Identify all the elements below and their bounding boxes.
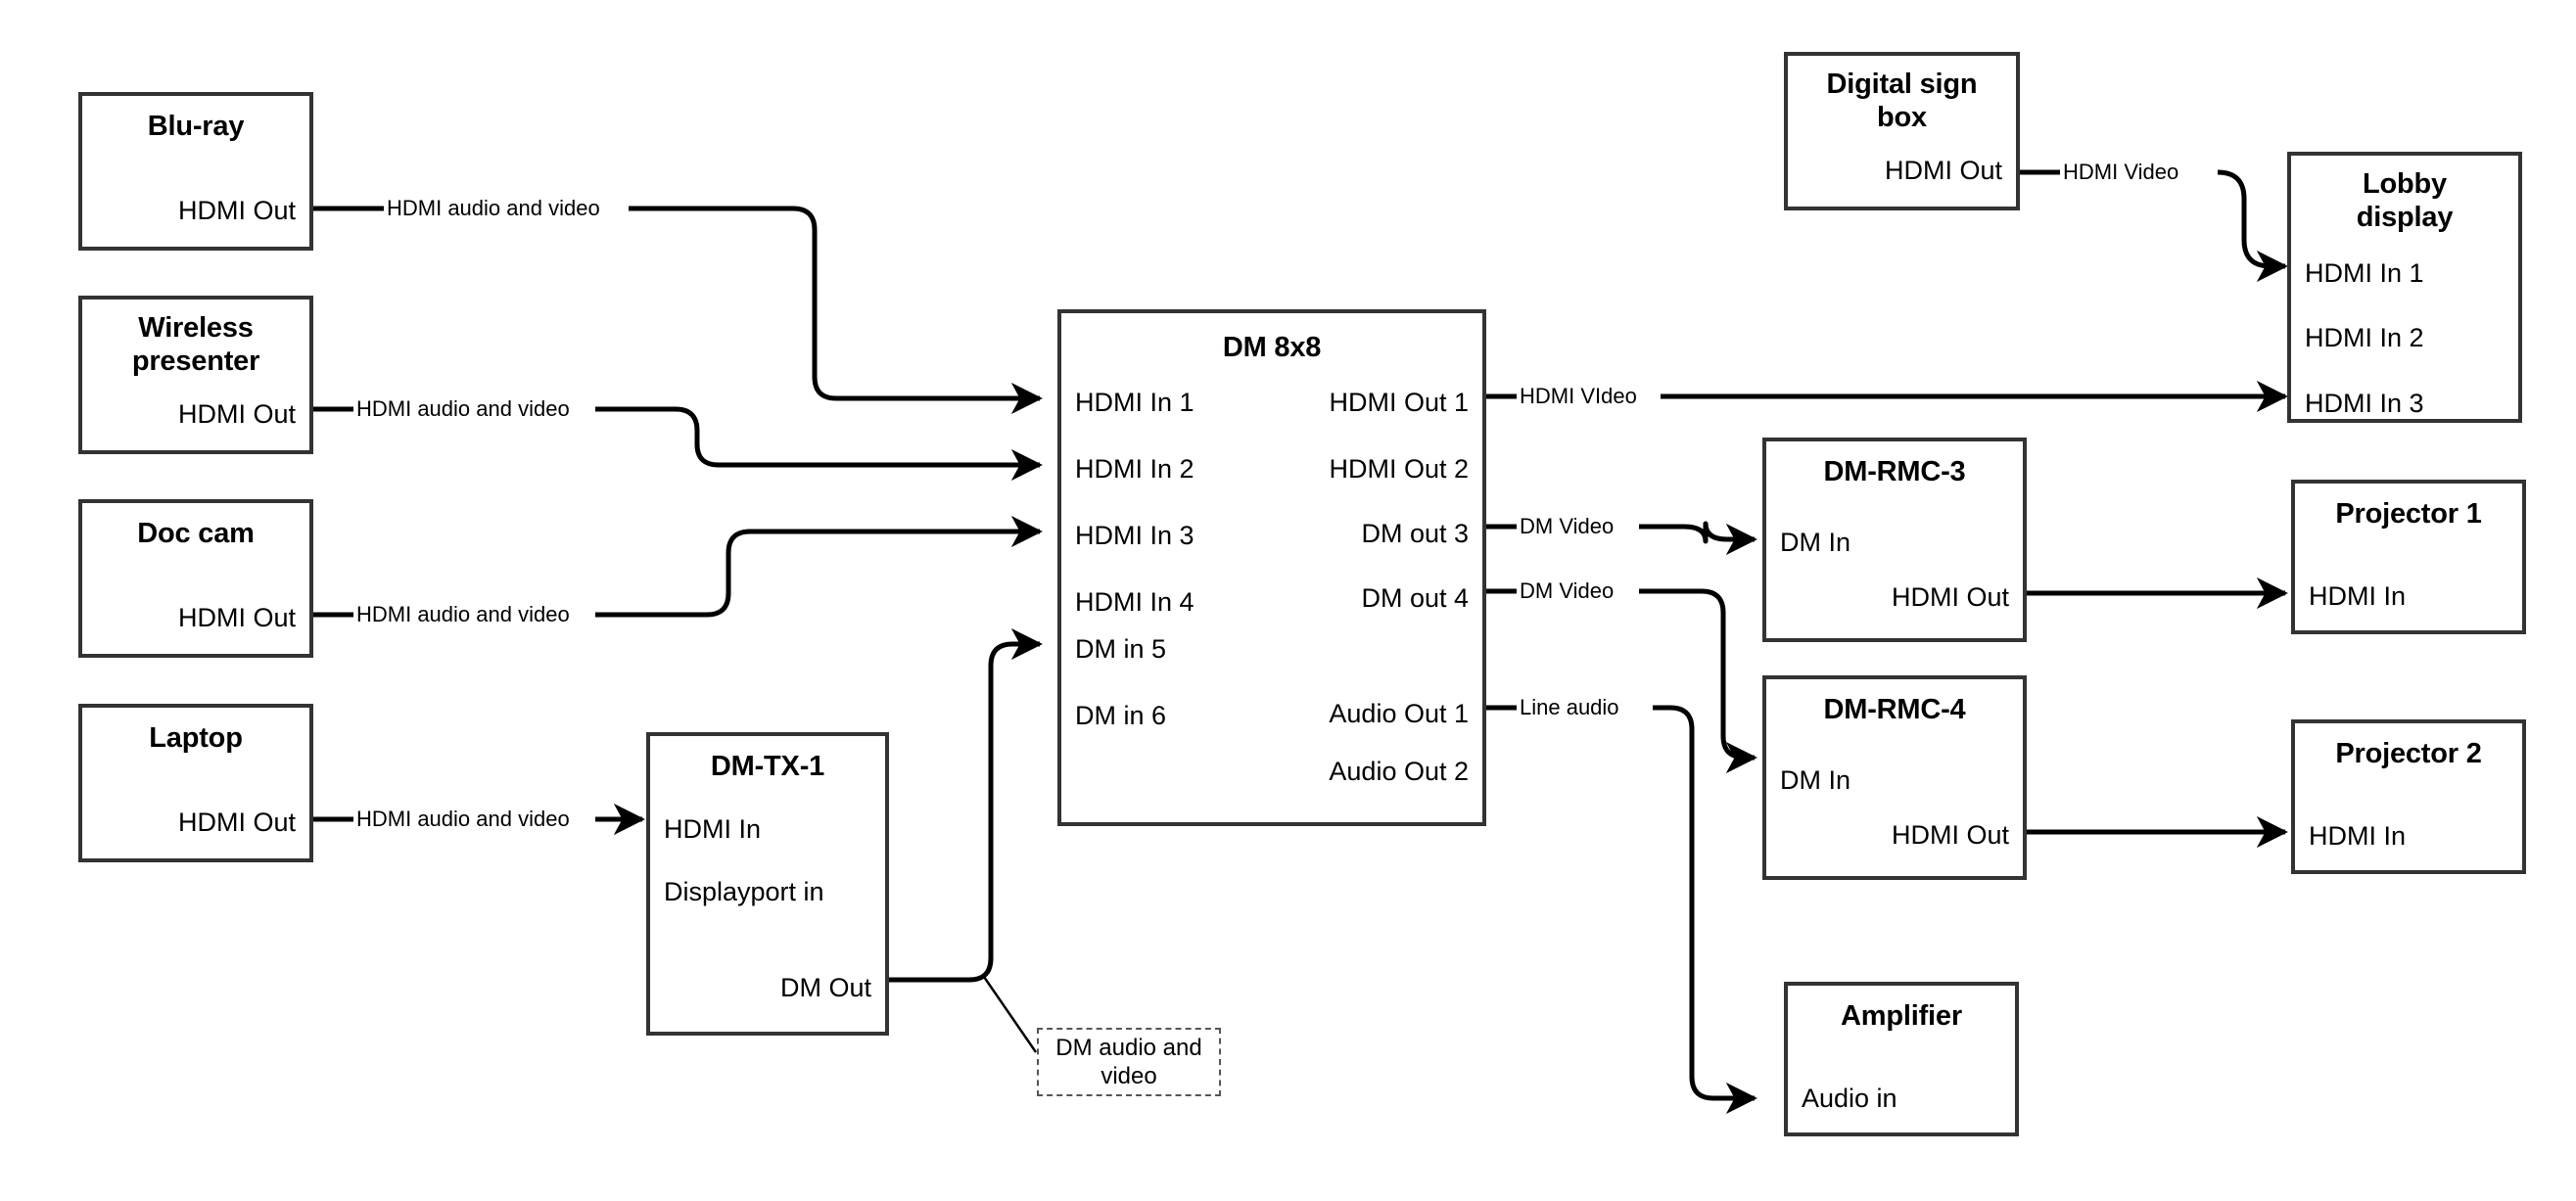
- node-bluray-title: Blu-ray: [147, 111, 245, 142]
- port-dmrmc4-dm-in: DM In: [1780, 765, 1851, 795]
- port-dm8x8-hdmi-in-3: HDMI In 3: [1075, 521, 1194, 550]
- port-dm8x8-audio-out-1: Audio Out 1: [1329, 699, 1469, 728]
- callout-leader-line: [982, 976, 1038, 1053]
- wire-label-laptop-to-dmtx1: HDMI audio and video: [353, 808, 573, 830]
- wire-wireless-to-dm8x8-b: [595, 406, 1043, 482]
- wire-label-bluray-to-dm8x8: HDMI audio and video: [384, 198, 603, 219]
- port-dmrmc3-dm-in: DM In: [1780, 528, 1851, 557]
- port-bluray-hdmi-out: HDMI Out: [177, 196, 296, 225]
- port-lobby-hdmi-in-1: HDMI In 1: [2305, 258, 2424, 288]
- node-lobby-display[interactable]: Lobby display HDMI In 1 HDMI In 2 HDMI I…: [2287, 152, 2522, 423]
- node-lobby-display-title: Lobby display: [2356, 168, 2454, 234]
- node-projector-2[interactable]: Projector 2 HDMI In: [2291, 719, 2526, 874]
- node-digital-sign-box[interactable]: Digital sign box HDMI Out: [1784, 52, 2020, 210]
- node-digital-sign-box-title: Digital sign box: [1826, 69, 1978, 134]
- callout-dm-audio-and-video: DM audio and video: [1037, 1028, 1221, 1096]
- port-dm8x8-hdmi-in-1: HDMI In 1: [1075, 388, 1194, 417]
- port-digitalsign-hdmi-out: HDMI Out: [1884, 156, 2002, 185]
- wire-label-wireless-to-dm8x8: HDMI audio and video: [353, 398, 573, 420]
- port-projector2-hdmi-in: HDMI In: [2309, 821, 2407, 851]
- port-amplifier-audio-in: Audio in: [1802, 1084, 1897, 1113]
- node-dm-tx-1-title: DM-TX-1: [710, 751, 825, 782]
- wire-bluray-to-dm8x8-b: [629, 206, 1043, 415]
- wire-label-dm8x8-audio-to-amp: Line audio: [1517, 697, 1622, 718]
- node-projector-1[interactable]: Projector 1 HDMI In: [2291, 480, 2526, 634]
- port-laptop-hdmi-out: HDMI Out: [177, 808, 296, 837]
- node-projector-2-title: Projector 2: [2335, 738, 2482, 769]
- wire-dm8x8-audio-to-amp-b: [1653, 705, 1757, 1115]
- node-laptop-title: Laptop: [149, 722, 243, 754]
- port-dmrmc4-hdmi-out: HDMI Out: [1891, 820, 2009, 850]
- port-dmrmc3-hdmi-out: HDMI Out: [1891, 582, 2009, 612]
- node-dm-rmc-3-title: DM-RMC-3: [1823, 456, 1966, 487]
- port-dm8x8-hdmi-in-4: HDMI In 4: [1075, 587, 1194, 617]
- wire-sign-to-lobby-b: [2217, 169, 2288, 283]
- node-dm-rmc-4[interactable]: DM-RMC-4 DM In HDMI Out: [1762, 675, 2027, 880]
- port-doccam-hdmi-out: HDMI Out: [177, 603, 296, 632]
- node-amplifier-title: Amplifier: [1841, 1000, 1962, 1032]
- port-dm8x8-hdmi-in-2: HDMI In 2: [1075, 454, 1194, 484]
- node-projector-1-title: Projector 1: [2335, 498, 2482, 530]
- port-dm8x8-dm-in-5: DM in 5: [1075, 634, 1167, 664]
- wire-doccam-to-dm8x8-b: [595, 515, 1043, 618]
- node-laptop[interactable]: Laptop HDMI Out: [78, 704, 313, 862]
- node-dm-8x8[interactable]: DM 8x8 HDMI In 1 HDMI In 2 HDMI In 3 HDM…: [1057, 309, 1486, 826]
- wire-label-dm8x8-out1-to-lobby: HDMI VIdeo: [1517, 386, 1640, 407]
- port-dm8x8-hdmi-out-2: HDMI Out 2: [1329, 454, 1469, 484]
- wire-label-dm8x8-out3-to-rmc3: DM Video: [1517, 516, 1617, 537]
- port-dmtx1-hdmi-in: HDMI In: [664, 814, 762, 844]
- node-dm-rmc-3[interactable]: DM-RMC-3 DM In HDMI Out: [1762, 438, 2027, 642]
- port-dm8x8-dm-in-6: DM in 6: [1075, 701, 1167, 730]
- port-lobby-hdmi-in-2: HDMI In 2: [2305, 323, 2424, 352]
- node-wireless-presenter-title: Wireless presenter: [131, 312, 260, 378]
- wire-dm8x8-out4-to-rmc4-b: [1639, 588, 1757, 774]
- node-doc-cam-title: Doc cam: [137, 518, 255, 549]
- node-doc-cam[interactable]: Doc cam HDMI Out: [78, 499, 313, 658]
- port-dm8x8-dm-out-4: DM out 4: [1361, 583, 1469, 613]
- port-dm8x8-audio-out-2: Audio Out 2: [1329, 757, 1469, 786]
- port-projector1-hdmi-in: HDMI In: [2309, 581, 2407, 611]
- port-dm8x8-dm-out-3: DM out 3: [1361, 519, 1469, 548]
- node-dm-rmc-4-title: DM-RMC-4: [1823, 694, 1966, 725]
- wire-label-dm8x8-out4-to-rmc4: DM Video: [1517, 580, 1617, 602]
- node-dm-8x8-title: DM 8x8: [1222, 332, 1322, 363]
- wire-dmtx1-to-dm8x8: [889, 627, 1043, 983]
- wire-dm8x8-out3-to-rmc3-b: [1639, 521, 1757, 556]
- node-bluray[interactable]: Blu-ray HDMI Out: [78, 92, 313, 251]
- node-wireless-presenter[interactable]: Wireless presenter HDMI Out: [78, 296, 313, 454]
- wire-label-doccam-to-dm8x8: HDMI audio and video: [353, 604, 573, 625]
- wire-label-sign-to-lobby: HDMI Video: [2060, 162, 2182, 183]
- node-amplifier[interactable]: Amplifier Audio in: [1784, 982, 2019, 1136]
- port-dmtx1-displayport-in: Displayport in: [664, 877, 824, 906]
- port-wireless-hdmi-out: HDMI Out: [177, 399, 296, 429]
- node-dm-tx-1[interactable]: DM-TX-1 HDMI In Displayport in DM Out: [646, 732, 889, 1036]
- port-dm8x8-hdmi-out-1: HDMI Out 1: [1329, 388, 1469, 417]
- port-dmtx1-dm-out: DM Out: [779, 973, 871, 1002]
- port-lobby-hdmi-in-3: HDMI In 3: [2305, 389, 2424, 418]
